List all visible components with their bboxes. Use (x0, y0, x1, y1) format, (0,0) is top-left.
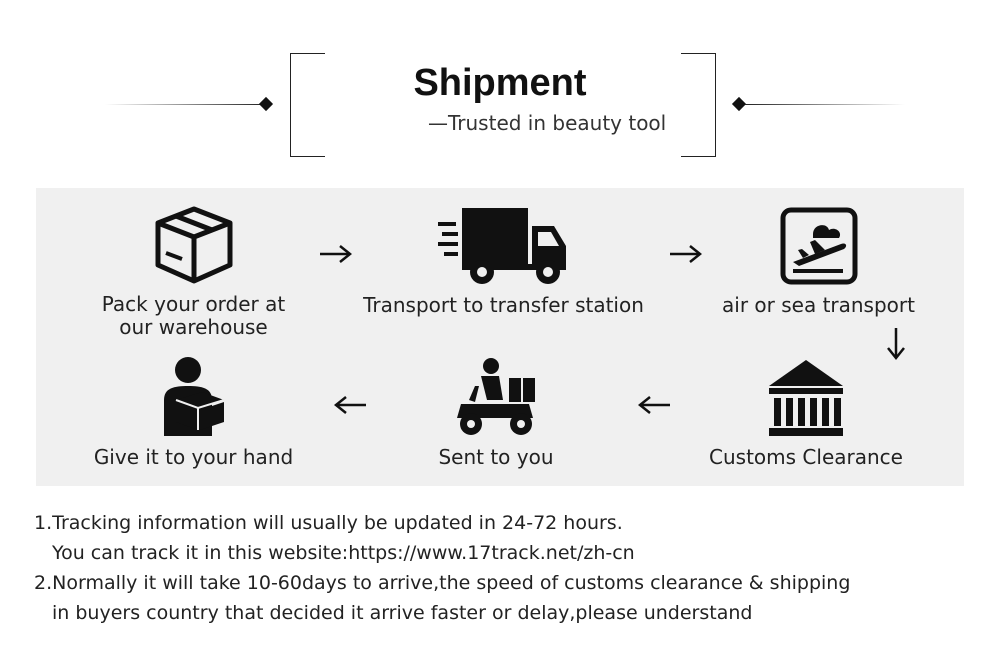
left-bracket (290, 53, 325, 157)
step-air-sea: air or sea transport (706, 206, 931, 317)
note-line: in buyers country that decided it arrive… (52, 602, 753, 624)
note-line: 2.Normally it will take 10-60days to arr… (34, 572, 851, 594)
arrow-right-icon (670, 245, 703, 263)
step-label: Give it to your hand (93, 445, 294, 469)
diamond-icon (731, 96, 747, 112)
shipment-process-panel: Pack your order at our warehouse Transpo… (36, 188, 964, 486)
step-sent: Sent to you (416, 356, 576, 469)
step-customs: Customs Clearance (696, 358, 916, 469)
right-divider-line (745, 104, 905, 105)
note-line: 1.Tracking information will usually be u… (34, 512, 623, 534)
shipment-header: Shipment —Trusted in beauty tool (0, 0, 1000, 170)
step-pack: Pack your order at our warehouse (86, 205, 301, 339)
step-label: Transport to transfer station (363, 293, 644, 317)
page-title: Shipment (413, 62, 587, 104)
diamond-icon (258, 96, 274, 112)
arrow-left-icon (637, 396, 670, 414)
step-label: Sent to you (438, 445, 554, 469)
page-subtitle: —Trusted in beauty tool (428, 111, 667, 135)
step-label: air or sea transport (722, 293, 915, 317)
step-label: Pack your order at our warehouse (101, 292, 286, 339)
truck-icon (437, 208, 566, 284)
delivery-scooter-icon (457, 358, 535, 435)
step-transport: Transport to transfer station (351, 206, 656, 317)
arrow-down-icon (887, 328, 905, 361)
box-icon (155, 206, 232, 284)
airplane-icon (780, 207, 857, 285)
person-holding-box-icon (163, 357, 224, 436)
note-line: You can track it in this website:https:/… (52, 542, 635, 564)
step-label: Customs Clearance (709, 445, 903, 469)
arrow-left-icon (333, 396, 366, 414)
right-bracket (681, 53, 716, 157)
arrow-right-icon (320, 245, 353, 263)
shipping-notes: 1.Tracking information will usually be u… (34, 508, 974, 628)
customs-building-icon (769, 360, 843, 436)
left-divider-line (105, 104, 265, 105)
step-give: Give it to your hand (86, 356, 301, 469)
